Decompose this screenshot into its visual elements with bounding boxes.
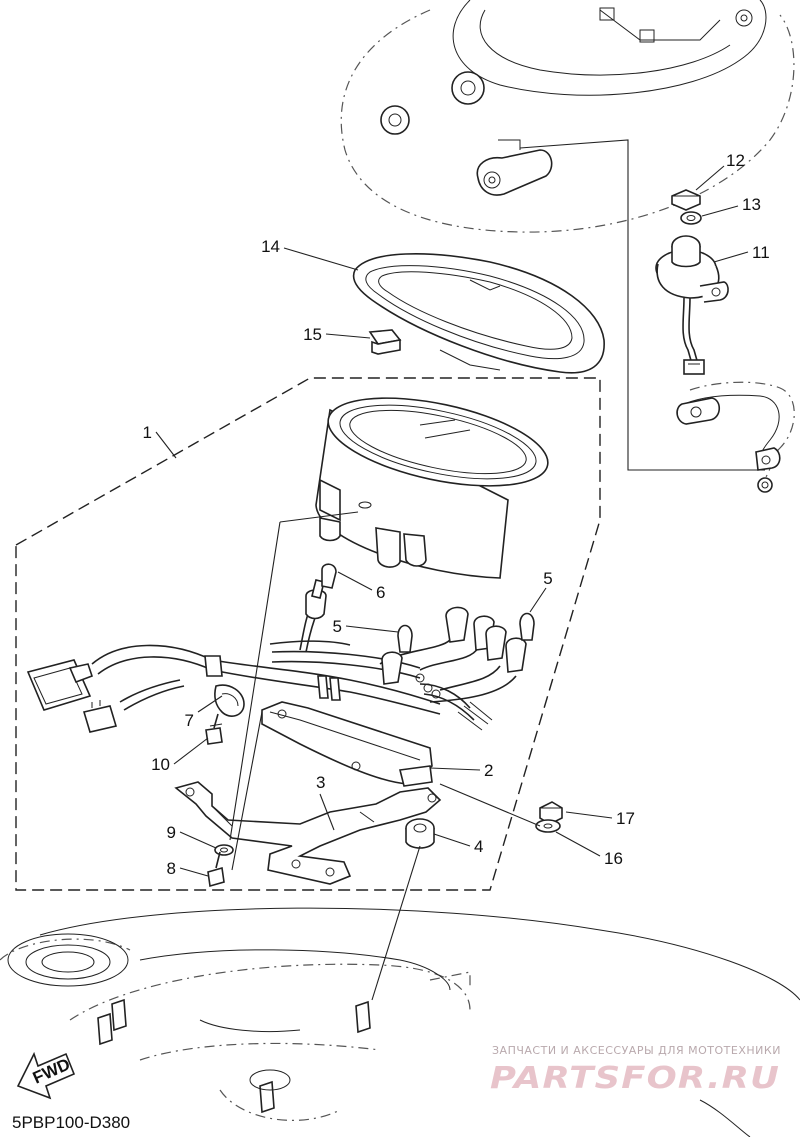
callout-12: 12 — [726, 151, 745, 170]
callout-7: 7 — [185, 711, 194, 730]
callout-9: 9 — [167, 823, 176, 842]
washer-13 — [680, 211, 702, 225]
upper-cowl-ghost — [340, 0, 795, 233]
screw-12 — [671, 189, 701, 211]
callout-leaders — [155, 165, 749, 877]
watermark-brand: PARTSFOR.RU — [490, 1061, 780, 1096]
diagram-code: 5PBP100-D380 — [12, 1113, 130, 1132]
screw-10 — [205, 713, 223, 745]
bulb-5b — [519, 612, 535, 641]
wiring-harness — [26, 563, 535, 733]
leader-vertical-6 — [279, 511, 359, 523]
ghost-leader-cowl — [519, 139, 765, 471]
callout-1: 1 — [143, 423, 152, 442]
indicator-light-assembly — [655, 235, 729, 375]
callout-5a: 5 — [333, 617, 342, 636]
harness-clamp — [214, 684, 245, 717]
meter-stay-bracket — [174, 781, 442, 885]
assembly-1-boundary — [15, 377, 601, 891]
leader-vertical-grommet — [371, 845, 421, 1001]
callout-2: 2 — [484, 761, 493, 780]
watermark: ЗАПЧАСТИ И АКСЕССУАРЫ ДЛЯ МОТОТЕХНИКИ PA… — [490, 1044, 781, 1096]
callout-10: 10 — [151, 755, 170, 774]
callout-3: 3 — [316, 773, 325, 792]
grommet-4 — [405, 818, 435, 849]
bezel-ring — [352, 253, 605, 374]
rear-cover-plate — [261, 701, 433, 787]
callout-17: 17 — [616, 809, 635, 828]
side-bracket-ghost — [676, 381, 795, 493]
callout-labels: 1 2 3 4 5 5 6 7 8 9 10 11 12 13 14 15 16… — [143, 151, 770, 878]
washer-16 — [535, 819, 561, 833]
callout-13: 13 — [742, 195, 761, 214]
callout-14: 14 — [261, 237, 280, 256]
bulb-5a — [397, 624, 413, 653]
callout-15: 15 — [303, 325, 322, 344]
fwd-arrow-icon: FWD — [16, 1051, 76, 1100]
screw-8 — [207, 851, 225, 888]
callout-11: 11 — [752, 243, 770, 262]
lower-frame-ghost — [0, 907, 800, 1137]
leader-diagonal-16 — [439, 783, 541, 827]
bezel-clip — [368, 329, 402, 355]
callout-6: 6 — [376, 583, 385, 602]
nut-17 — [539, 801, 563, 825]
speedometer-body — [315, 397, 549, 579]
callout-4: 4 — [474, 837, 483, 856]
callout-16: 16 — [604, 849, 623, 868]
callout-5b: 5 — [543, 569, 552, 588]
callout-8: 8 — [167, 859, 176, 878]
leader-vertical-left — [229, 521, 281, 871]
washer-9 — [214, 844, 234, 856]
watermark-caption: ЗАПЧАСТИ И АКСЕССУАРЫ ДЛЯ МОТОТЕХНИКИ — [492, 1044, 781, 1057]
